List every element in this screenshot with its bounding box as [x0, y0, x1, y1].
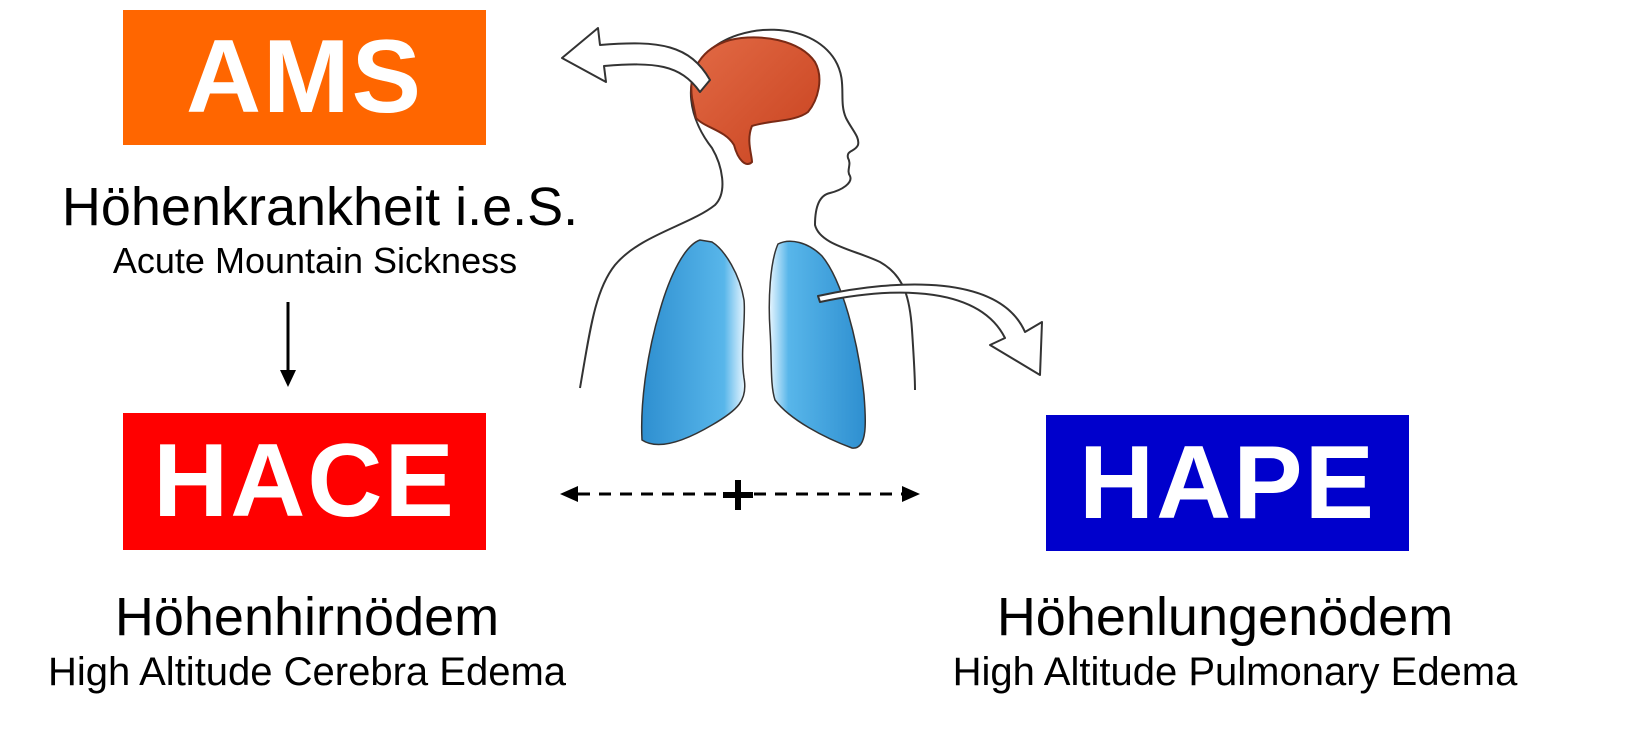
- brain-to-ams-arrow: [562, 28, 710, 92]
- combined-dashed-arrow: [560, 480, 920, 510]
- ams-to-hace-arrow: [280, 302, 296, 387]
- lungs-icon: [642, 240, 866, 448]
- plus-icon: [723, 480, 753, 510]
